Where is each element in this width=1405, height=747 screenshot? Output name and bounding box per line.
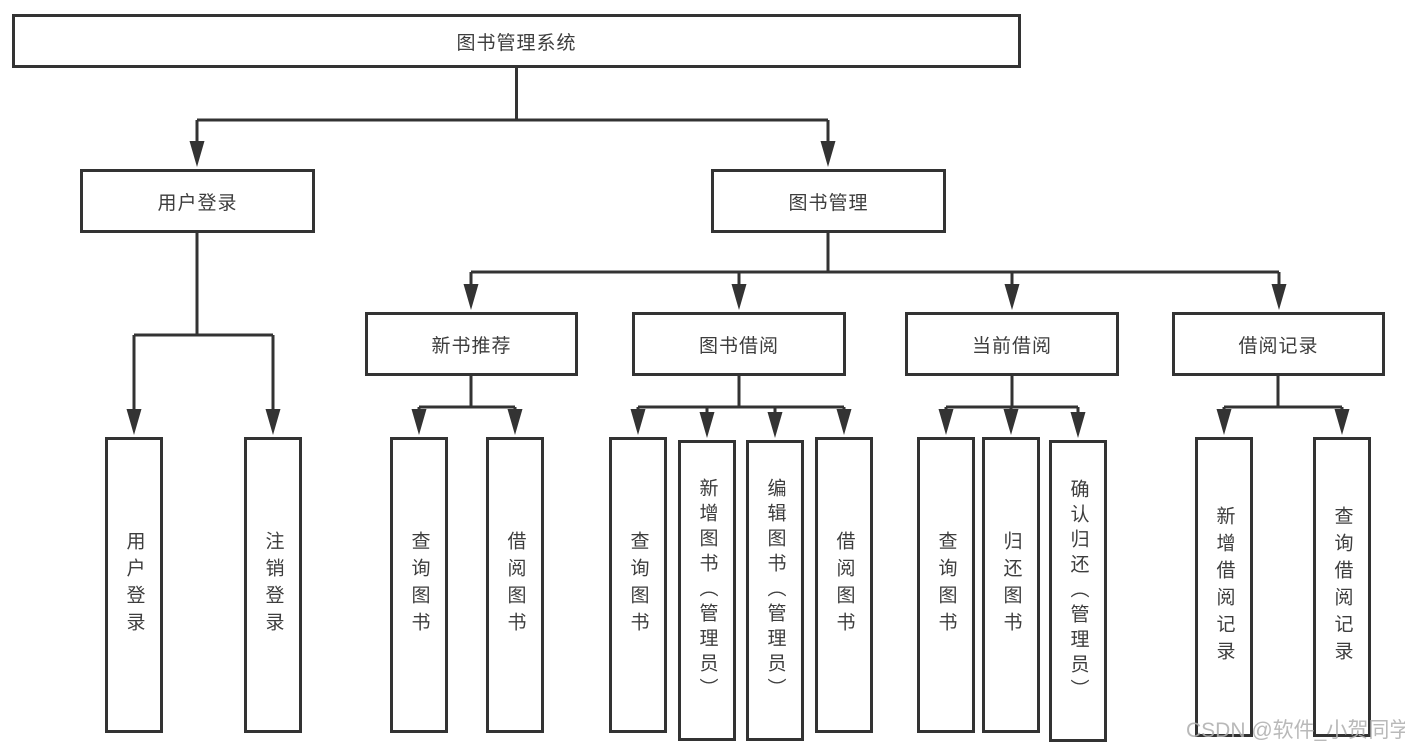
leaf-query-books-borrowing: 查询图书 (609, 437, 667, 733)
node-current-borrowing: 当前借阅 (905, 312, 1119, 376)
leaf-query-borrow-record: 查询借阅记录 (1313, 437, 1371, 737)
node-label: 新书推荐 (431, 335, 512, 357)
leaf-label: 确认归还（管理员） (1067, 478, 1089, 704)
node-user-login-branch: 用户登录 (80, 169, 315, 233)
leaf-confirm-return-admin: 确认归还（管理员） (1049, 440, 1107, 742)
leaf-add-borrow-record: 新增借阅记录 (1195, 437, 1253, 737)
leaf-logout: 注销登录 (244, 437, 302, 733)
node-book-borrowing: 图书借阅 (632, 312, 846, 376)
node-label: 当前借阅 (971, 335, 1052, 357)
node-book-management-branch: 图书管理 (711, 169, 946, 233)
leaf-label: 归还图书 (1000, 531, 1022, 639)
leaf-label: 借阅图书 (833, 531, 855, 639)
leaf-label: 查询图书 (408, 531, 430, 639)
node-borrowing-records: 借阅记录 (1172, 312, 1385, 376)
node-library-management-system: 图书管理系统 (12, 14, 1021, 68)
leaf-label: 编辑图书（管理员） (764, 478, 786, 703)
leaf-borrow-books: 借阅图书 (815, 437, 873, 733)
node-label: 图书管理系统 (456, 32, 577, 54)
leaf-query-books-current: 查询图书 (917, 437, 975, 733)
leaf-borrow-books-recommend: 借阅图书 (486, 437, 544, 733)
leaf-label: 新增图书（管理员） (696, 478, 718, 703)
node-label: 图书管理 (788, 192, 869, 214)
node-label: 用户登录 (157, 192, 238, 214)
leaf-label: 查询图书 (935, 531, 957, 639)
leaf-label: 新增借阅记录 (1213, 506, 1235, 668)
leaf-return-books: 归还图书 (982, 437, 1040, 733)
leaf-user-login: 用户登录 (105, 437, 163, 733)
leaf-add-books-admin: 新增图书（管理员） (678, 440, 736, 741)
node-new-book-recommendation: 新书推荐 (365, 312, 578, 376)
csdn-watermark: CSDN @软件_小贺同学 (1186, 719, 1405, 742)
node-label: 借阅记录 (1238, 335, 1319, 357)
node-label: 图书借阅 (698, 335, 779, 357)
leaf-edit-books-admin: 编辑图书（管理员） (746, 440, 804, 741)
leaf-label: 查询借阅记录 (1331, 506, 1353, 668)
leaf-label: 查询图书 (627, 531, 649, 639)
leaf-query-books-recommend: 查询图书 (390, 437, 448, 733)
leaf-label: 用户登录 (123, 531, 145, 639)
leaf-label: 注销登录 (262, 531, 284, 639)
leaf-label: 借阅图书 (504, 531, 526, 639)
